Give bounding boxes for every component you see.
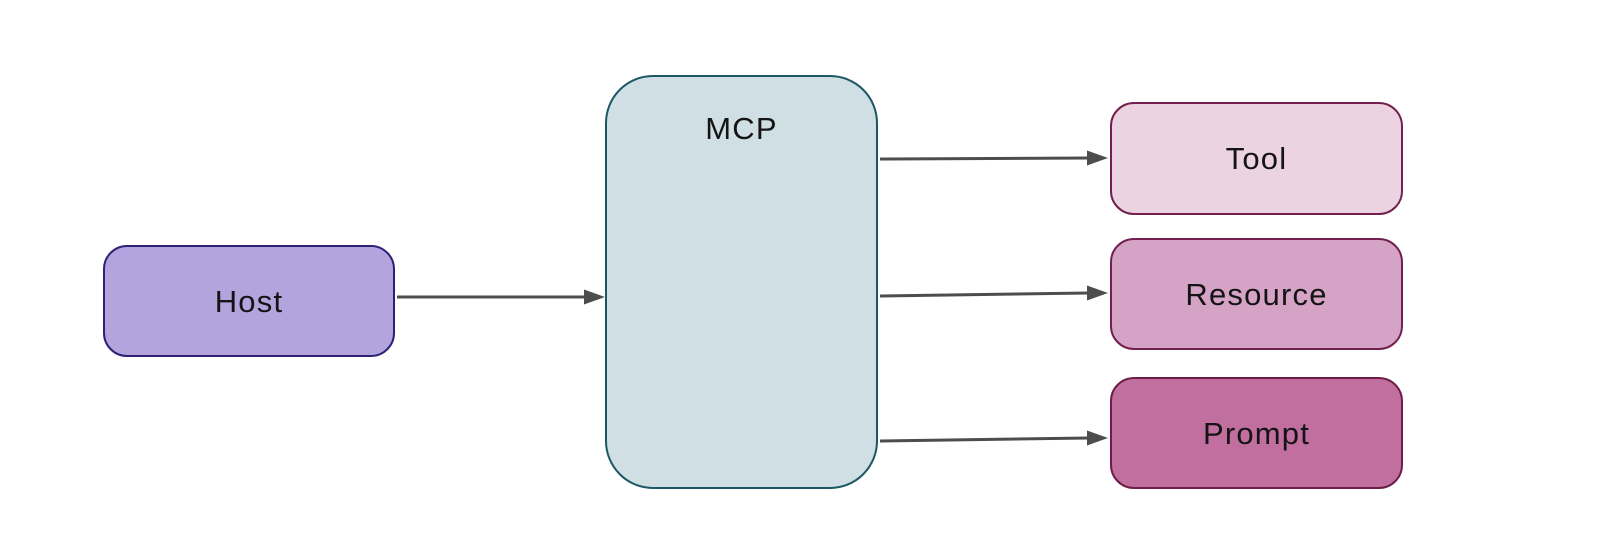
edge-mcp-prompt: [879, 430, 1108, 446]
node-resource: Resource: [1110, 238, 1403, 350]
edge-host-mcp: [397, 289, 605, 305]
edge-mcp-resource-arrowhead: [1087, 285, 1108, 301]
node-host-label: Host: [214, 283, 284, 319]
edge-mcp-resource-line: [879, 291, 1090, 298]
node-mcp: MCP: [605, 75, 878, 489]
edge-mcp-prompt-line: [879, 436, 1090, 443]
node-tool-label: Tool: [1225, 141, 1288, 176]
node-tool: Tool: [1110, 102, 1403, 215]
edge-mcp-resource: [879, 285, 1108, 301]
node-mcp-label: MCP: [705, 111, 778, 146]
node-prompt: Prompt: [1110, 377, 1403, 489]
edge-mcp-prompt-arrowhead: [1087, 430, 1108, 446]
node-host: Host: [103, 245, 395, 357]
node-prompt-label: Prompt: [1202, 415, 1311, 451]
node-resource-label: Resource: [1185, 276, 1328, 312]
edge-mcp-tool-arrowhead: [1087, 150, 1108, 166]
edge-mcp-tool-line: [879, 156, 1090, 161]
edge-host-mcp-arrowhead: [584, 289, 605, 305]
edge-mcp-tool: [879, 150, 1108, 166]
